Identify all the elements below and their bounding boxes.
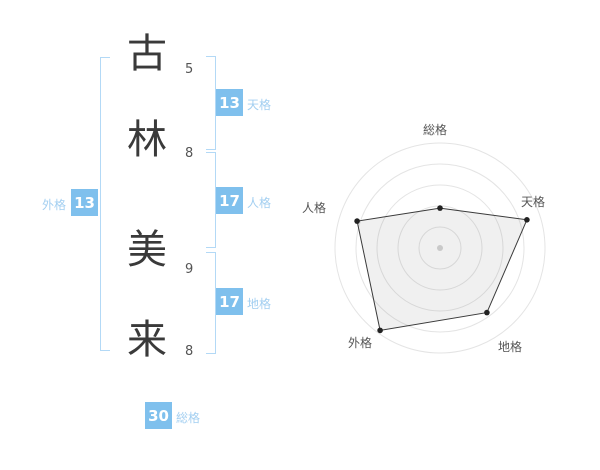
radar-axis-tenkaku: 天格 [521, 195, 546, 209]
chikaku-value: 17 [216, 288, 243, 315]
tenkaku-value: 13 [216, 89, 243, 116]
gaikaku-label: 外格 [42, 198, 67, 212]
jinkaku-label: 人格 [247, 196, 272, 210]
chikaku-bracket [206, 252, 216, 354]
chikaku-label: 地格 [247, 297, 272, 311]
stroke-count-3: 9 [185, 262, 194, 277]
tenkaku-bracket [206, 56, 216, 150]
radar-chart [334, 142, 546, 354]
stroke-count-1: 5 [185, 62, 194, 77]
stroke-count-2: 8 [185, 146, 194, 161]
soukaku-value: 30 [145, 402, 172, 429]
jinkaku-bracket [206, 152, 216, 248]
radar-axis-jinkaku: 人格 [302, 201, 327, 215]
name-char-1: 古 [127, 31, 167, 77]
gaikaku-value: 13 [71, 189, 98, 216]
radar-axis-soukaku: 総格 [423, 123, 448, 137]
tenkaku-label: 天格 [247, 98, 272, 112]
name-char-2: 林 [127, 117, 167, 163]
soukaku-label: 総格 [176, 411, 201, 425]
gaikaku-bracket [100, 57, 110, 351]
radar-axis-chikaku: 地格 [498, 340, 523, 354]
name-char-4: 来 [127, 317, 167, 363]
jinkaku-value: 17 [216, 187, 243, 214]
radar-axis-gaikaku: 外格 [348, 336, 373, 350]
stroke-count-4: 8 [185, 344, 194, 359]
name-char-3: 美 [127, 227, 167, 273]
